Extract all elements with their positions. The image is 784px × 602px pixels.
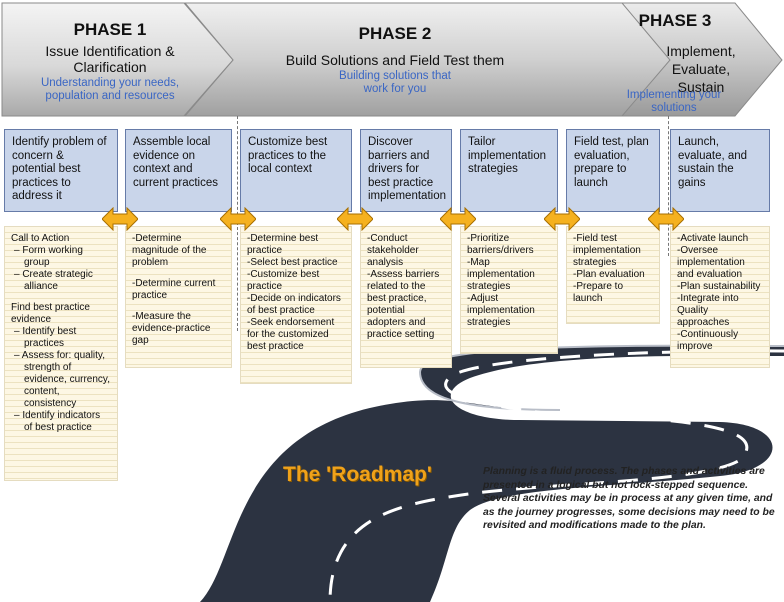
activity-item: – Assess for: quality, strength of evide…: [14, 350, 110, 409]
step-2-label: Assemble local evidence on context and c…: [133, 136, 219, 189]
activity-item: -Map implementation strategies: [467, 257, 535, 292]
double-arrow-icon: [102, 207, 138, 231]
road-center-line: [328, 349, 784, 602]
phase-2-subtitle: Building solutions that work for you: [339, 69, 451, 95]
step-box-3: Customize best practices to the local co…: [240, 129, 352, 212]
activity-item: -Decide on indicators of best practice: [247, 293, 341, 316]
phase-divider-2: [668, 116, 669, 256]
step-box-1: Identify problem of concern & potential …: [4, 129, 118, 212]
activity-item: -Measure the evidence-practice gap: [132, 311, 211, 346]
phase-1-name: Issue Identification & Clarification: [45, 42, 175, 75]
phase-3-name: Implement, Evaluate, Sustain: [666, 43, 736, 96]
step-box-6: Field test, plan evaluation, prepare to …: [566, 129, 660, 212]
step-box-5: Tailor implementation strategies: [460, 129, 558, 212]
phase-2-title: PHASE 2: [358, 24, 432, 43]
double-arrow-icon: [337, 207, 373, 231]
activity-item: – Identify best practices: [14, 326, 77, 349]
activity-item: -Determine best practice: [247, 233, 319, 256]
roadmap-title: The 'Roadmap': [283, 463, 432, 486]
activity-item: -Integrate into Quality approaches: [677, 293, 739, 328]
phase-1-label: PHASE 1 Issue Identification & Clarifica…: [10, 20, 210, 103]
road-surface: [200, 345, 784, 602]
step-6-label: Field test, plan evaluation, prepare to …: [574, 136, 649, 189]
activity-note-6: -Field test implementation strategies-Pl…: [566, 226, 660, 324]
activity-item: -Field test implementation strategies: [573, 233, 641, 268]
activity-item: -Continuously improve: [677, 329, 739, 352]
phase-3-subtitle-wrap: Implementing your solutions: [624, 89, 724, 115]
step-box-4: Discover barriers and drivers for best p…: [360, 129, 452, 212]
activity-item: – Form working group: [14, 245, 83, 268]
step-4-label: Discover barriers and drivers for best p…: [368, 136, 446, 203]
phase-3-title-wrap: PHASE 3: [630, 11, 720, 31]
activity-item: -Conduct stakeholder analysis: [367, 233, 419, 268]
phase-1-subtitle: Understanding your needs, population and…: [40, 76, 180, 102]
road-edge-line: [485, 359, 781, 381]
activity-note-2: -Determine magnitude of the problem -Dete…: [125, 226, 232, 368]
activity-item: -Select best practice: [247, 257, 338, 268]
double-arrow-icon: [440, 207, 476, 231]
activity-note-7: -Activate launch-Oversee implementation …: [670, 226, 770, 368]
phase-3-subtitle: Implementing your solutions: [626, 89, 722, 115]
activity-item: – Create strategic alliance: [14, 269, 93, 292]
activity-item: – Identify indicators of best practice: [14, 410, 101, 433]
phase-3-name-wrap: Implement, Evaluate, Sustain: [662, 42, 740, 97]
activity-note-4: -Conduct stakeholder analysis-Assess bar…: [360, 226, 452, 368]
step-1-label: Identify problem of concern & potential …: [12, 136, 107, 203]
phase-2-label: PHASE 2 Build Solutions and Field Test t…: [270, 24, 520, 96]
activity-item: -Plan evaluation: [573, 269, 645, 280]
activity-item: -Seek endorsement for the customized bes…: [247, 317, 335, 352]
phase-3-chevron: [620, 2, 783, 117]
activity-note-5: -Prioritize barriers/drivers-Map impleme…: [460, 226, 558, 354]
step-box-2: Assemble local evidence on context and c…: [125, 129, 232, 212]
activity-item: -Activate launch: [677, 233, 749, 244]
activity-item: -Oversee implementation and evaluation: [677, 245, 745, 280]
double-arrow-icon: [544, 207, 580, 231]
double-arrow-icon: [648, 207, 684, 231]
planning-caption: Planning is a fluid process. The phases …: [483, 466, 775, 532]
activity-note-3: -Determine best practice-Select best pra…: [240, 226, 352, 384]
activity-item: -Customize best practice: [247, 269, 320, 292]
activity-item: -Determine current practice: [132, 278, 216, 301]
activity-item: -Adjust implementation strategies: [467, 293, 535, 328]
activity-item: Find best practice evidence: [11, 302, 90, 325]
activity-note-1: Call to Action– Form working group– Crea…: [4, 226, 118, 481]
activity-item: -Prioritize barriers/drivers: [467, 233, 534, 256]
step-box-7: Launch, evaluate, and sustain the gains: [670, 129, 770, 212]
phase-1-title: PHASE 1: [73, 20, 147, 39]
activity-item: -Assess barriers related to the best pra…: [367, 269, 440, 340]
step-7-label: Launch, evaluate, and sustain the gains: [678, 136, 748, 189]
phase-1-chevron: [1, 2, 234, 117]
activity-item: -Prepare to launch: [573, 281, 624, 304]
step-3-label: Customize best practices to the local co…: [248, 136, 328, 176]
step-5-label: Tailor implementation strategies: [468, 136, 546, 176]
phase-3-title: PHASE 3: [638, 11, 712, 30]
activity-item: -Determine magnitude of the problem: [132, 233, 207, 268]
double-arrow-icon: [220, 207, 256, 231]
phase-chevrons: [1, 2, 783, 117]
activity-item: -Plan sustainability: [677, 281, 761, 292]
phase-2-name: Build Solutions and Field Test them: [285, 51, 505, 68]
activity-item: Call to Action: [11, 233, 70, 244]
